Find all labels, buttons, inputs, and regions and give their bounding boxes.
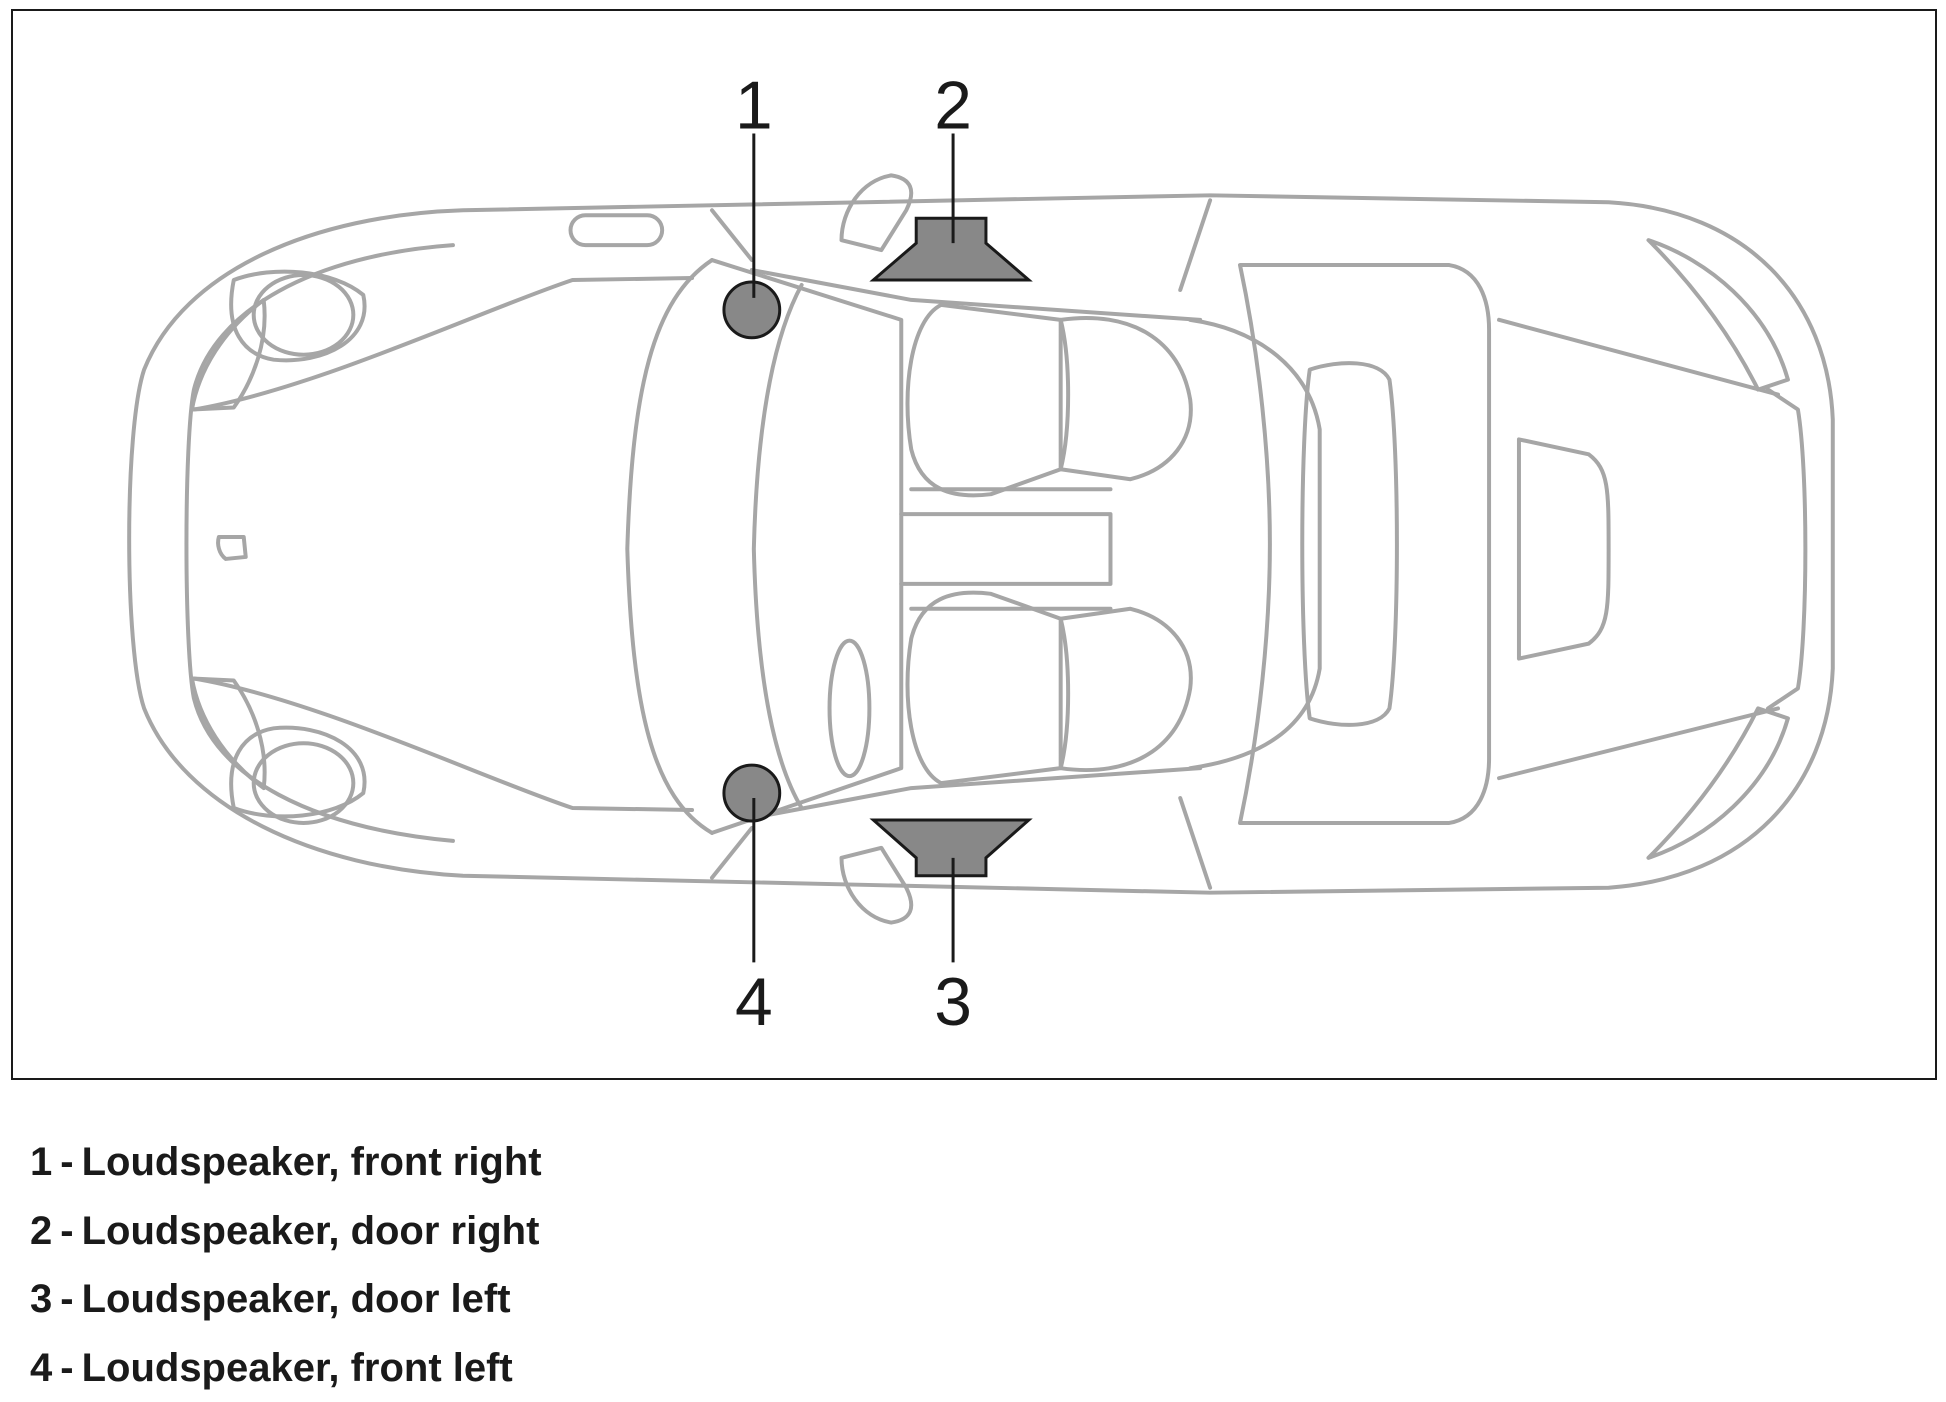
- headlight-top: [231, 272, 364, 361]
- windshield-outer: [627, 260, 712, 833]
- speaker-door-left-marker: [873, 820, 1028, 876]
- callout-2: 2: [934, 69, 972, 144]
- rear-bumper: [1768, 390, 1805, 709]
- rear-spoiler: [1519, 439, 1609, 658]
- legend-separator: -: [52, 1209, 81, 1253]
- legend-item: 1-Loudspeaker, front right: [30, 1128, 1230, 1197]
- mirror-right: [841, 175, 911, 250]
- legend-number: 4: [30, 1346, 52, 1390]
- legend-number: 3: [30, 1277, 52, 1321]
- car-top-view-diagram: 1 2 3 4: [13, 11, 1935, 1078]
- legend-text: Loudspeaker, door left: [82, 1277, 511, 1321]
- speaker-front-right-marker: [724, 282, 780, 338]
- legend-separator: -: [52, 1346, 81, 1390]
- legend-item: 3-Loudspeaker, door left: [30, 1265, 1230, 1334]
- legend-text: Loudspeaker, front right: [82, 1140, 542, 1184]
- callout-3: 3: [934, 965, 972, 1040]
- legend-text: Loudspeaker, front left: [82, 1346, 513, 1390]
- center-console: [901, 514, 1110, 584]
- speaker-front-left-marker: [724, 765, 780, 821]
- hood-vent: [571, 215, 663, 245]
- seat-left-cushion: [907, 593, 1068, 783]
- headlight-lens-bottom: [254, 743, 354, 823]
- legend-separator: -: [52, 1277, 81, 1321]
- callout-1: 1: [735, 69, 773, 144]
- door-line-bottom: [752, 768, 1200, 818]
- seat-right-cushion: [907, 305, 1068, 495]
- legend-item: 2-Loudspeaker, door right: [30, 1197, 1230, 1266]
- windshield-inner: [754, 285, 802, 808]
- hood-emblem: [218, 537, 246, 559]
- diagram-frame: 1 2 3 4: [11, 9, 1937, 1080]
- legend-separator: -: [52, 1140, 81, 1184]
- rear-body-line: [1499, 320, 1778, 778]
- door-handle-left: [830, 641, 870, 776]
- callout-4: 4: [735, 965, 773, 1040]
- seat-left-back: [1061, 609, 1191, 770]
- car-outline: [129, 175, 1833, 922]
- legend: 1-Loudspeaker, front right 2-Loudspeaker…: [30, 1128, 1230, 1402]
- car-body-outline: [129, 195, 1833, 892]
- center-tunnel-line: [911, 489, 1110, 609]
- rear-light-bottom: [1648, 708, 1787, 857]
- windshield-frame-top: [712, 260, 901, 833]
- legend-number: 2: [30, 1209, 52, 1253]
- legend-number: 1: [30, 1140, 52, 1184]
- headlight-lens-top: [254, 275, 354, 355]
- seat-right-back: [1061, 318, 1191, 479]
- legend-text: Loudspeaker, door right: [82, 1209, 540, 1253]
